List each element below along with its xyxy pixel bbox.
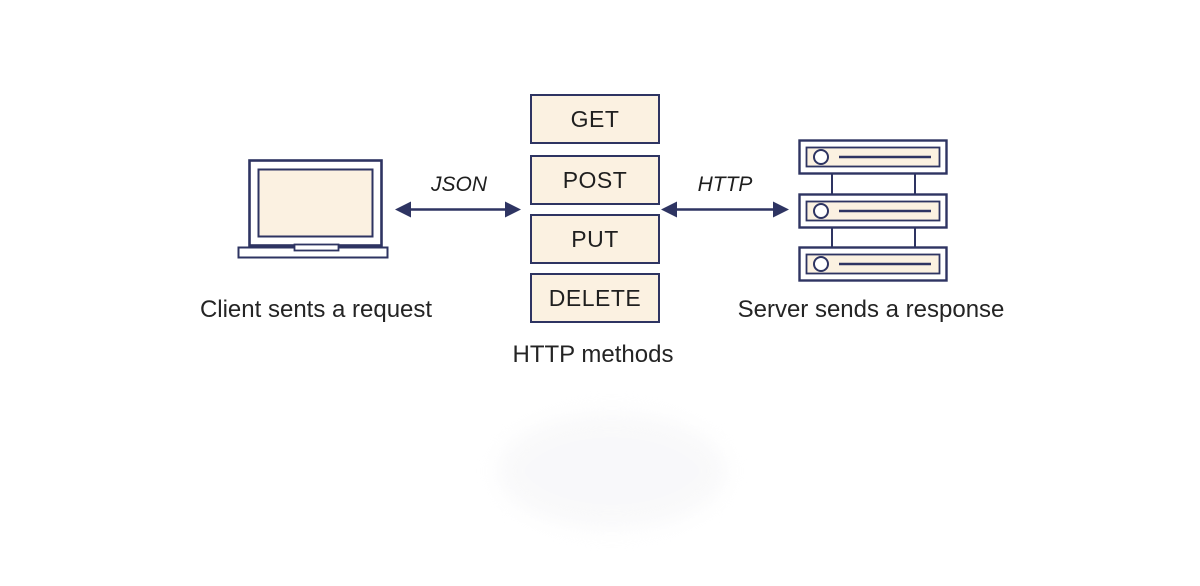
server-caption: Server sends a response (737, 296, 1005, 323)
json-arrow-label: JSON (430, 173, 488, 196)
server-unit (798, 193, 948, 229)
http-arrow-label: HTTP (697, 173, 753, 196)
method-box-put: PUT (530, 214, 660, 264)
laptop-icon (237, 159, 389, 259)
method-label: PUT (571, 225, 619, 252)
method-label: POST (562, 166, 628, 193)
method-box-post: POST (530, 155, 660, 205)
http-methods-caption: HTTP methods (512, 341, 674, 368)
json-arrow (395, 201, 521, 218)
http-arrow (661, 201, 789, 218)
method-label: DELETE (548, 284, 642, 311)
method-box-delete: DELETE (530, 273, 660, 323)
server-icon (798, 139, 948, 282)
server-unit (798, 246, 948, 282)
method-box-get: GET (530, 94, 660, 144)
method-label: GET (570, 105, 620, 132)
client-caption: Client sents a request (199, 296, 433, 323)
background-smudge (498, 413, 726, 529)
server-unit (798, 139, 948, 175)
